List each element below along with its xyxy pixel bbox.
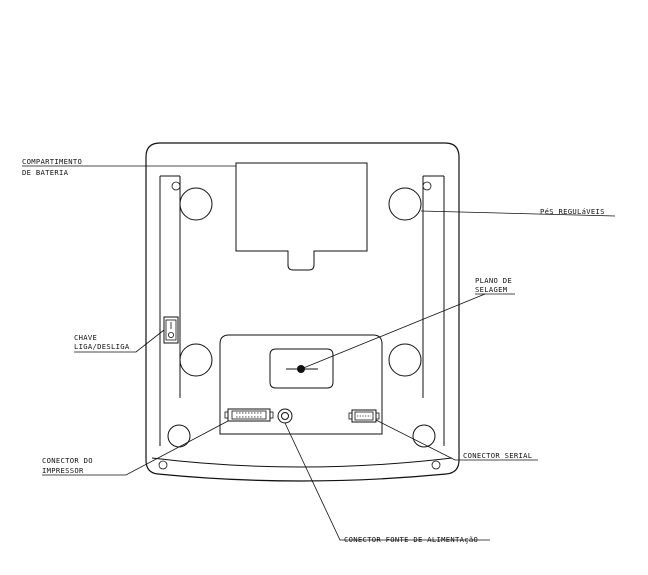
label-sealing: PLANO DE SELAGEM [475, 276, 512, 294]
label-battery: COMPARTIMENTO DE BATERIA [22, 157, 82, 177]
label-sealing-line2: SELAGEM [475, 285, 508, 294]
printer-connector [224, 408, 274, 422]
connector-panel [219, 334, 383, 435]
housing [145, 142, 460, 482]
serial-connector [348, 409, 380, 423]
power-switch [163, 316, 179, 344]
label-printer-line1: CONECTOR DO [42, 456, 93, 465]
label-switch: CHAVE LIGA/DESLIGA [74, 333, 130, 351]
label-switch-line1: CHAVE [74, 333, 97, 342]
label-serial: CONECTOR SERIAL [463, 451, 532, 460]
label-sealing-line1: PLANO DE [475, 276, 512, 285]
leader-lines [22, 165, 616, 541]
label-feet: PéS REGULáVEIS [540, 207, 605, 216]
adjustable-feet [158, 181, 441, 470]
label-printer: CONECTOR DO IMPRESSOR [42, 456, 93, 475]
power-connector [277, 408, 293, 424]
label-printer-line2: IMPRESSOR [42, 466, 84, 475]
label-power: CONECTOR FONTE DE ALIMENTAçãO [344, 535, 478, 544]
battery-compartment [235, 162, 368, 271]
label-battery-line1: COMPARTIMENTO [22, 157, 82, 166]
label-switch-line2: LIGA/DESLIGA [74, 342, 130, 351]
label-battery-line2: DE BATERIA [22, 168, 69, 177]
